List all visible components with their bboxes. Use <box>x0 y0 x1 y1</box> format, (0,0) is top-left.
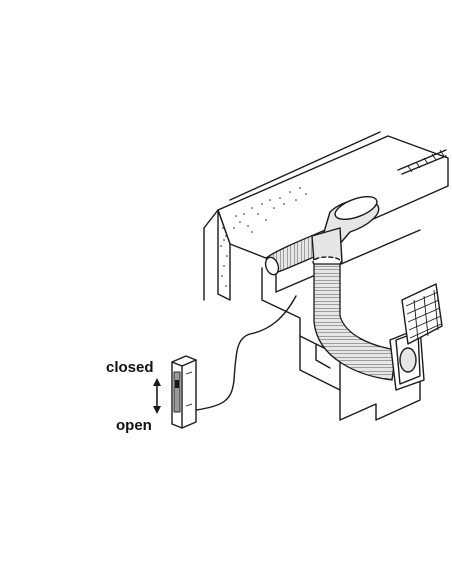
top-vent-slots <box>397 149 447 175</box>
elbow-flex-duct <box>313 263 397 381</box>
insulation-stipple <box>220 187 307 287</box>
label-closed: closed <box>106 359 154 376</box>
tee-connector <box>311 195 380 268</box>
label-open: open <box>116 417 152 434</box>
switch-direction-arrow <box>153 378 161 414</box>
wall-control-switch <box>171 355 197 429</box>
vent-flap-grille <box>405 289 442 341</box>
control-cable <box>195 295 297 411</box>
exterior-vent-hood <box>389 283 443 391</box>
